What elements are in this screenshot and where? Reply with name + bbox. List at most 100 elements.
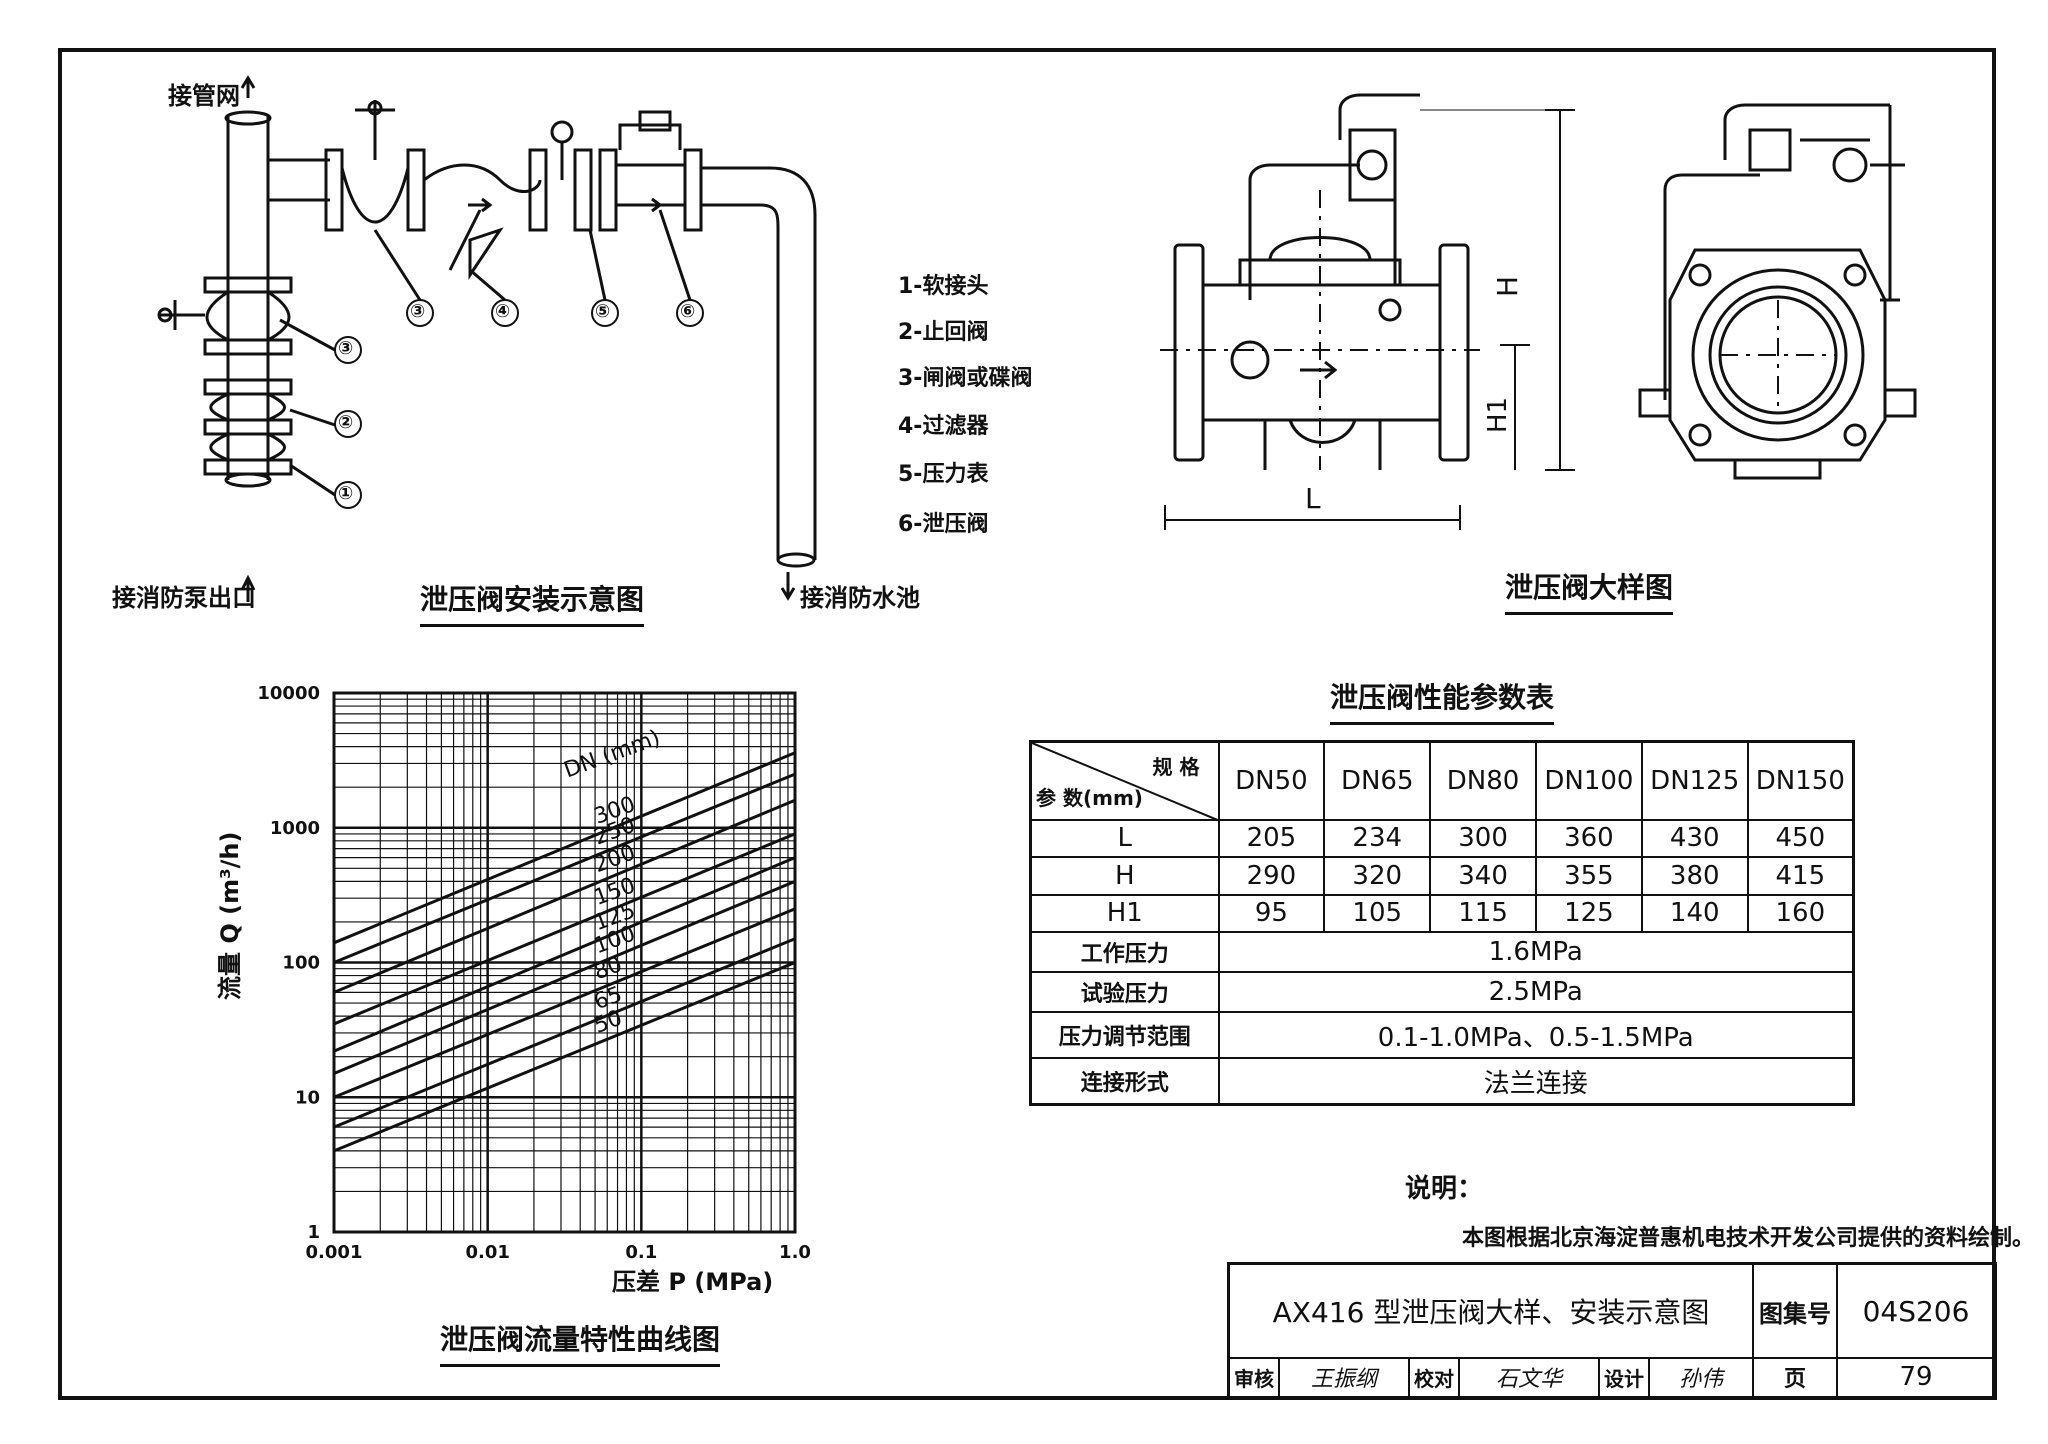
detail-title: 泄压阀大样图 <box>1505 566 1674 615</box>
installation-title: 泄压阀安装示意图 <box>420 578 645 627</box>
design-signature: 孙伟 <box>1650 1357 1754 1397</box>
header-param-label: 参 数(mm) <box>1036 785 1143 810</box>
table-cell: 95 <box>1217 893 1326 934</box>
table-span-cell: 0.1-1.0MPa、0.5-1.5MPa <box>1217 1011 1855 1060</box>
design-label: 设计 <box>1600 1357 1650 1397</box>
legend-item: 6-泄压阀 <box>898 512 989 537</box>
dim-l: L <box>1305 482 1321 515</box>
table-cell: 430 <box>1640 818 1749 859</box>
table-cell: 360 <box>1534 818 1643 859</box>
table-col-header: DN100 <box>1534 740 1643 821</box>
chart-y-tick-label: 100 <box>282 953 320 974</box>
performance-table: 规 格 参 数(mm) DN50 DN65 DN80 DN100 DN125 D… <box>1029 740 1855 1106</box>
chart-title: 泄压阀流量特性曲线图 <box>440 1318 721 1367</box>
chart-y-tick-label: 1 <box>307 1222 320 1243</box>
table-col-header: DN80 <box>1429 740 1537 821</box>
chart-x-axis-label: 压差 P (MPa) <box>612 1268 774 1296</box>
page-number: 79 <box>1899 1362 1933 1392</box>
callout-5: ⑤ <box>595 301 611 322</box>
table-row-h1: H1 95 105 115 125 140 160 <box>1029 893 1855 934</box>
table-cell: 320 <box>1323 856 1432 896</box>
row-label: H1 <box>1029 893 1220 934</box>
table-cell: 290 <box>1217 856 1326 896</box>
table-cell: 205 <box>1217 818 1326 859</box>
check-label: 校对 <box>1410 1357 1460 1397</box>
callout-4: ④ <box>495 301 511 322</box>
row-label: L <box>1029 818 1220 859</box>
legend-item: 4-过滤器 <box>898 414 989 439</box>
chart-y-tick-label: 1000 <box>270 818 320 839</box>
chart-series-line <box>333 832 796 1026</box>
callout-3b: ③ <box>338 338 354 359</box>
table-cell: 115 <box>1429 893 1537 934</box>
table-cell: 105 <box>1323 893 1432 934</box>
chart-series-line <box>333 856 796 1053</box>
page-label: 页 <box>1754 1357 1838 1397</box>
table-cell: 140 <box>1640 893 1749 934</box>
chart-series-line <box>333 937 796 1129</box>
table-cell: 160 <box>1746 893 1855 934</box>
chart-y-tick-label: 10 <box>295 1087 320 1108</box>
chart-x-tick-label: 0.01 <box>465 1242 509 1263</box>
table-row-adjust-range: 压力调节范围 0.1-1.0MPa、0.5-1.5MPa <box>1029 1011 1855 1060</box>
callout-3a: ③ <box>410 301 426 322</box>
atlas-number: 04S206 <box>1862 1294 1970 1328</box>
header-spec-label: 规 格 <box>1152 755 1200 779</box>
label-pump-outlet: 接消防泵出口 <box>112 584 256 612</box>
table-span-cell: 法兰连接 <box>1217 1057 1855 1106</box>
table-cell: 234 <box>1323 818 1432 859</box>
drawing-title: AX416 型泄压阀大样、安装示意图 <box>1230 1265 1754 1357</box>
label-network-pipe: 接管网 <box>168 82 240 110</box>
table-col-header: DN150 <box>1746 740 1855 821</box>
callout-2: ② <box>338 412 354 433</box>
chart-series-line <box>333 961 796 1153</box>
legend-item: 1-软接头 <box>898 274 989 299</box>
table-header-diagonal: 规 格 参 数(mm) <box>1029 740 1220 821</box>
review-signature: 王振纲 <box>1280 1357 1410 1397</box>
table-cell: 125 <box>1534 893 1643 934</box>
table-cell: 380 <box>1640 856 1749 896</box>
table-header-row: 规 格 参 数(mm) DN50 DN65 DN80 DN100 DN125 D… <box>1029 740 1855 821</box>
chart-x-tick-label: 1.0 <box>779 1242 811 1263</box>
table-cell: 300 <box>1429 818 1537 859</box>
notes-text: 本图根据北京海淀普惠机电技术开发公司提供的资料绘制。 <box>1462 1226 2035 1251</box>
chart-series-line <box>333 751 796 945</box>
chart-series-line <box>333 798 796 994</box>
table-col-header: DN65 <box>1323 740 1432 821</box>
table-col-header: DN50 <box>1217 740 1326 821</box>
chart-x-tick-label: 0.1 <box>625 1242 657 1263</box>
label-fire-pool: 接消防水池 <box>800 584 920 612</box>
callout-1: ① <box>338 483 354 504</box>
drawing-frame <box>58 48 1996 1400</box>
chart-series-line <box>333 907 796 1099</box>
row-label: 试验压力 <box>1029 971 1220 1014</box>
row-label: 连接形式 <box>1029 1057 1220 1106</box>
callout-6: ⑥ <box>680 301 696 322</box>
table-cell: 415 <box>1746 856 1855 896</box>
table-row-h: H 290 320 340 355 380 415 <box>1029 856 1855 896</box>
table-row-l: L 205 234 300 360 430 450 <box>1029 818 1855 859</box>
chart-series-group-label: DN (mm) <box>561 726 664 784</box>
row-label: 工作压力 <box>1029 931 1220 974</box>
chart-series-line <box>333 879 796 1075</box>
row-label: 压力调节范围 <box>1029 1011 1220 1060</box>
table-cell: 450 <box>1746 818 1855 859</box>
table-span-cell: 1.6MPa <box>1217 931 1855 974</box>
table-row-test-pressure: 试验压力 2.5MPa <box>1029 971 1855 1014</box>
legend-item: 2-止回阀 <box>898 320 989 345</box>
chart-series-line <box>333 772 796 964</box>
atlas-label: 图集号 <box>1754 1265 1838 1357</box>
chart-y-tick-label: 10000 <box>257 683 320 704</box>
chart-x-tick-label: 0.001 <box>306 1242 363 1263</box>
review-label: 审核 <box>1230 1357 1280 1397</box>
check-signature: 石文华 <box>1460 1357 1600 1397</box>
legend-item: 3-闸阀或碟阀 <box>898 366 1033 391</box>
table-title: 泄压阀性能参数表 <box>1330 676 1555 725</box>
table-cell: 340 <box>1429 856 1537 896</box>
table-span-cell: 2.5MPa <box>1217 971 1855 1014</box>
table-col-header: DN125 <box>1640 740 1749 821</box>
table-cell: 355 <box>1534 856 1643 896</box>
